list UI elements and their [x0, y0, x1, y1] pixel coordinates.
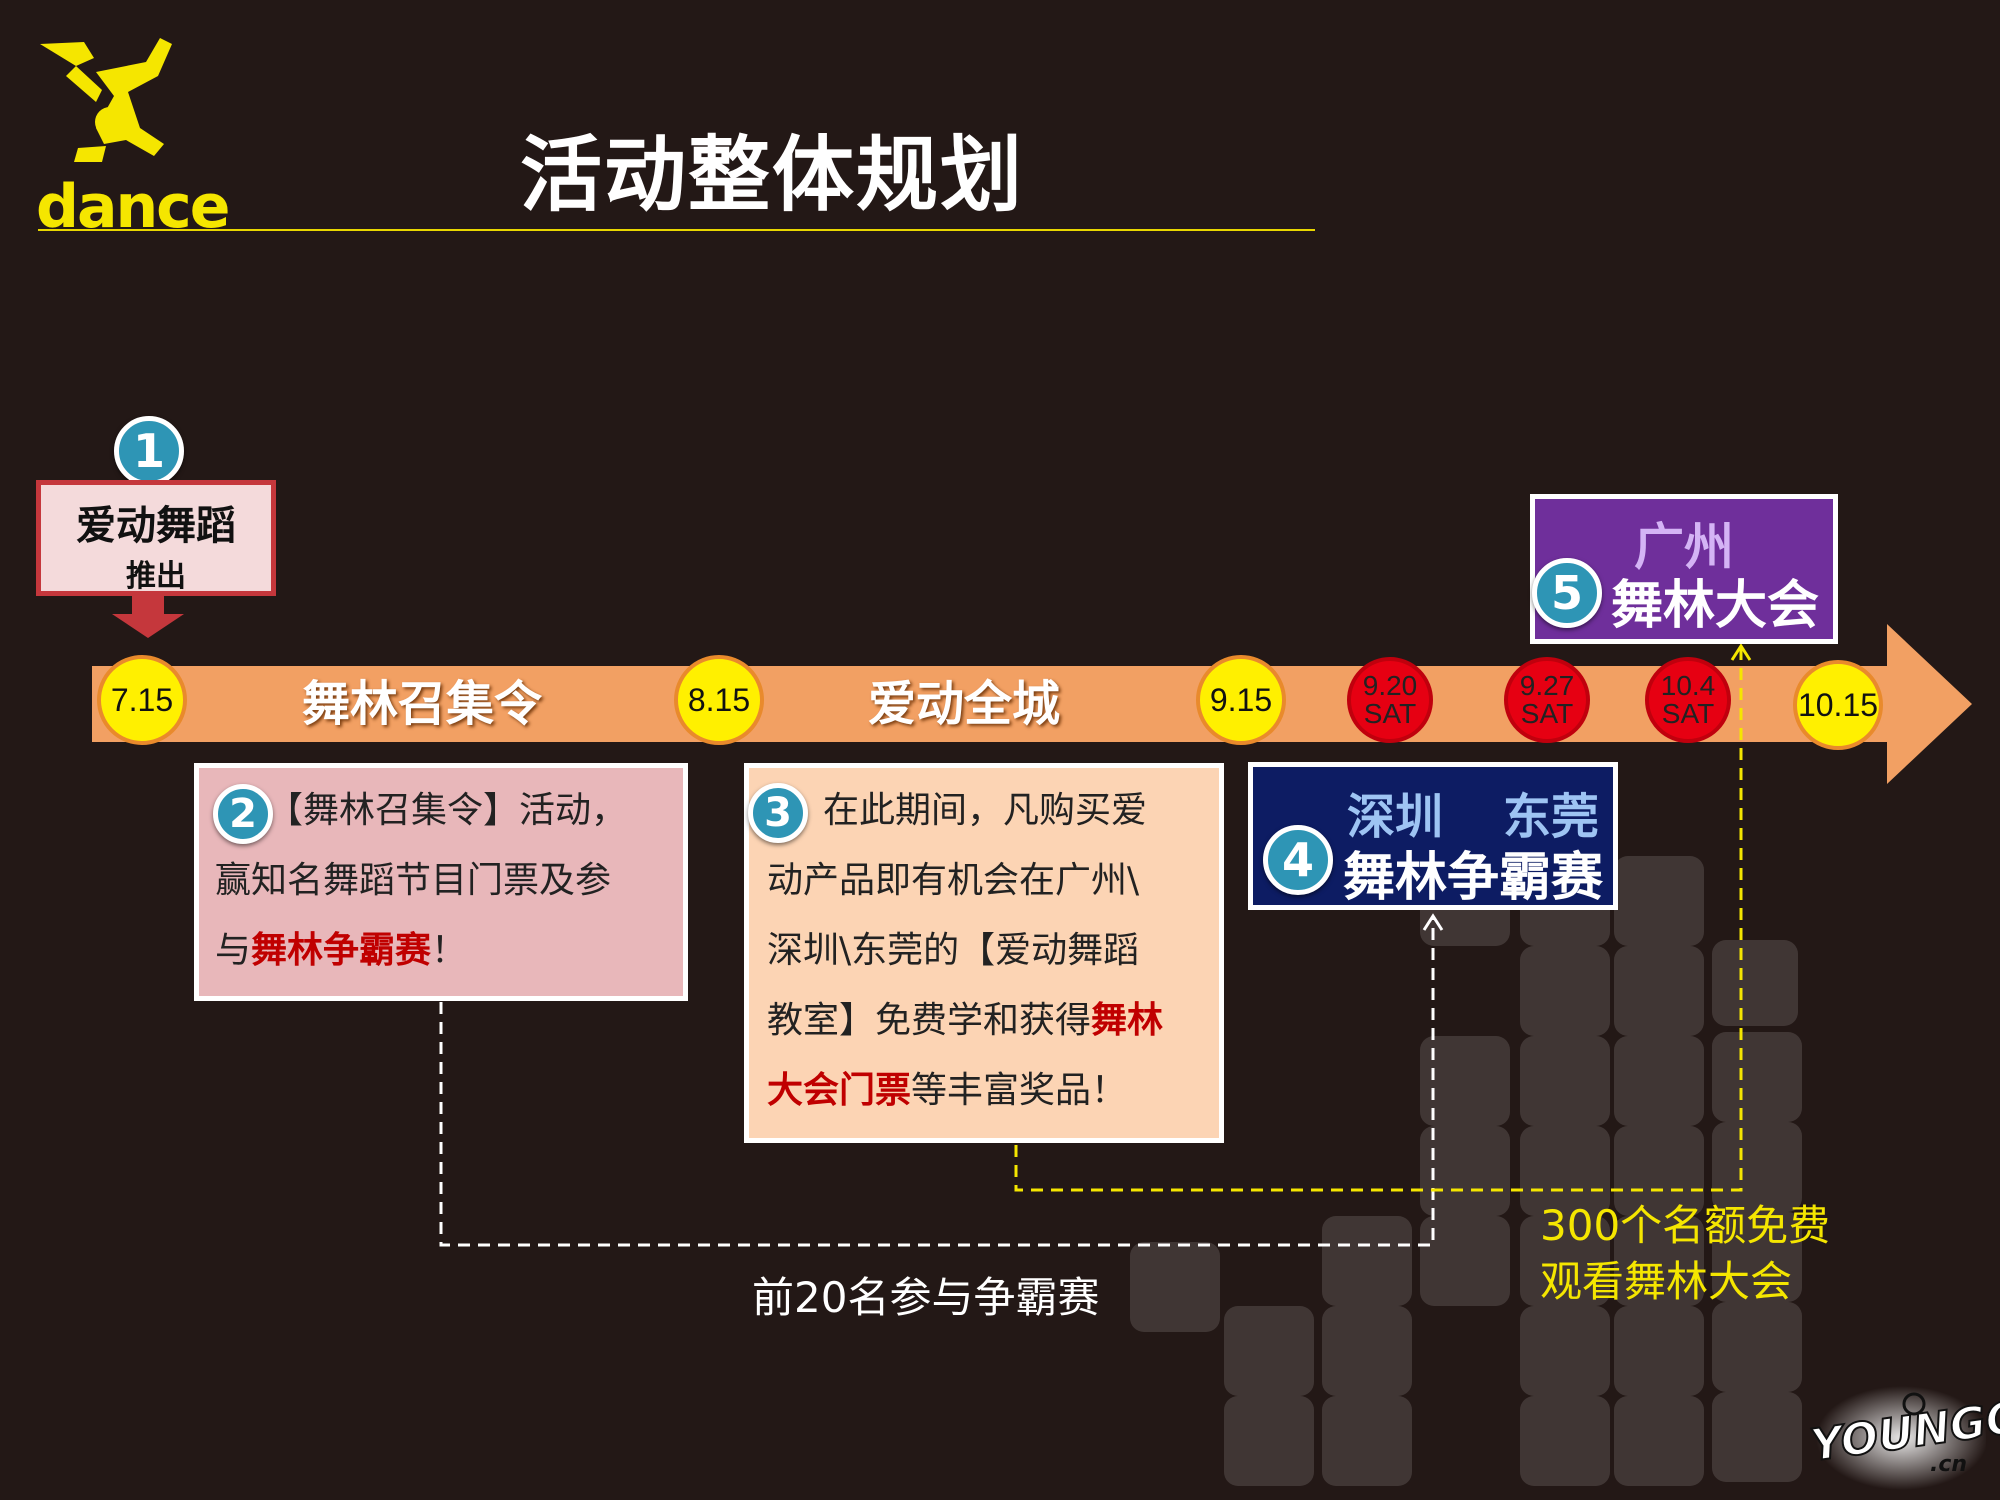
brand-glow-icon — [1816, 1386, 1986, 1490]
highlight-text: 大会门票 — [767, 1070, 912, 1111]
launch-line1: 爱动舞蹈 — [76, 503, 236, 549]
launch-box: 爱动舞蹈 推出 — [36, 480, 276, 596]
down-arrow-icon — [112, 596, 184, 638]
step-3-badge: 3 — [748, 783, 808, 843]
launch-line2: 推出 — [126, 559, 186, 594]
box3-line5: 大会门票等丰富奖品！ — [767, 1070, 1128, 1111]
weekend-marker: 9.27 SAT — [1504, 657, 1590, 743]
weekend-date: 9.27 — [1519, 670, 1575, 701]
step-1-badge: 1 — [114, 416, 184, 486]
weekend-day: SAT — [1520, 698, 1574, 729]
step-5-badge: 5 — [1532, 558, 1602, 628]
box3-line3: 深圳\东莞的【爱动舞蹈 — [767, 930, 1140, 971]
step-4-badge: 4 — [1263, 825, 1333, 895]
page-title: 活动整体规划 — [520, 128, 1025, 223]
logo-text: dance — [36, 172, 230, 242]
note-300-quota: 300个名额免费 观看舞林大会 — [1540, 1198, 1830, 1310]
highlight-text: 舞林争霸赛 — [251, 930, 432, 971]
date-marker: 8.15 — [674, 655, 764, 745]
box5-city: 广州 — [1634, 518, 1734, 576]
box4-main: 舞林争霸赛 — [1343, 848, 1604, 908]
brand-suffix: .cn — [1930, 1452, 1968, 1477]
segment-label: 舞林召集令 — [302, 676, 543, 732]
dancer-icon — [40, 38, 172, 162]
segment-label: 爱动全城 — [868, 676, 1061, 732]
weekend-day: SAT — [1363, 698, 1417, 729]
date-marker: 9.15 — [1196, 655, 1286, 745]
weekend-day: SAT — [1661, 698, 1715, 729]
highlight-text: 舞林 — [1091, 1000, 1164, 1041]
step-3-box: 在此期间，凡购买爱 动产品即有机会在广州\ 深圳\东莞的【爱动舞蹈 教室】免费学… — [744, 763, 1224, 1143]
weekend-marker: 10.4 SAT — [1645, 657, 1731, 743]
weekend-marker: 9.20 SAT — [1347, 657, 1433, 743]
box3-line2: 动产品即有机会在广州\ — [767, 860, 1140, 901]
step-2-box: 【舞林召集令】活动， 赢知名舞蹈节目门票及参 与舞林争霸赛！ — [194, 763, 688, 1001]
note-300-line2: 观看舞林大会 — [1540, 1257, 1793, 1306]
box2-line3: 与舞林争霸赛！ — [215, 930, 468, 971]
weekend-date: 9.20 — [1362, 670, 1418, 701]
note-300-line1: 300个名额免费 — [1540, 1201, 1831, 1250]
youngo-logo: YOUNGO .cn — [1806, 1382, 2000, 1492]
date-marker: 7.15 — [97, 655, 187, 745]
box4-city1: 深圳 — [1347, 789, 1444, 845]
box3-line1: 在此期间，凡购买爱 — [823, 790, 1148, 831]
box3-line4: 教室】免费学和获得舞林 — [767, 1000, 1164, 1041]
box4-city2: 东莞 — [1503, 789, 1600, 845]
date-marker: 10.15 — [1793, 660, 1883, 750]
box2-line2: 赢知名舞蹈节目门票及参 — [215, 860, 612, 901]
note-top20: 前20名参与争霸赛 — [752, 1273, 1100, 1322]
title-underline — [38, 229, 1315, 231]
box5-main: 舞林大会 — [1611, 576, 1820, 636]
step-2-badge: 2 — [213, 784, 273, 844]
weekend-date: 10.4 — [1660, 670, 1716, 701]
box2-line1: 【舞林召集令】活动， — [267, 790, 628, 831]
dance-logo: dance — [36, 32, 230, 242]
